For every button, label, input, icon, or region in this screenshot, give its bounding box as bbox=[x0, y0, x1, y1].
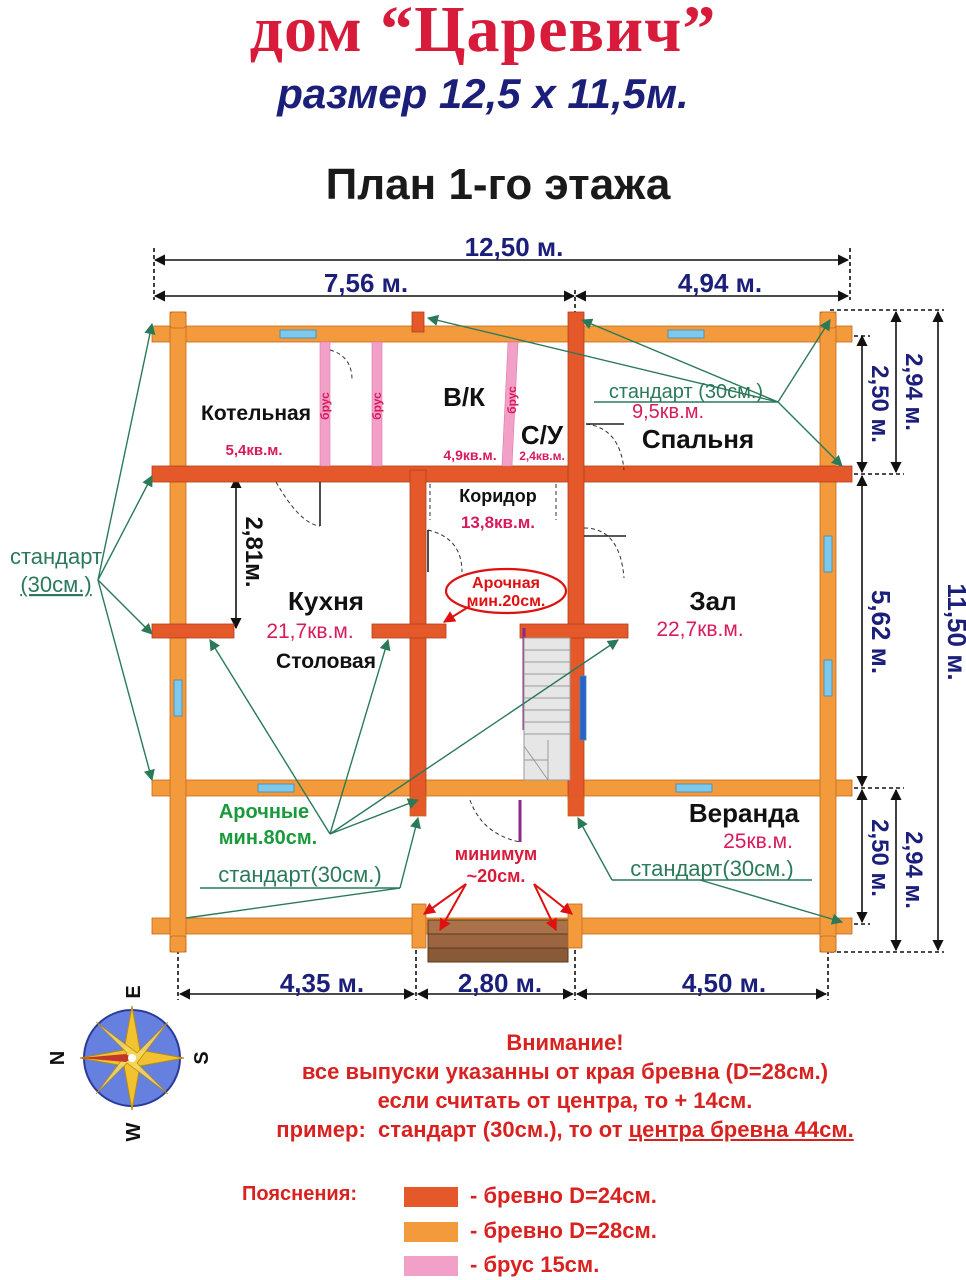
arched-center-line2: мин.20см. bbox=[467, 593, 546, 610]
legend-label: - бревно D=28см. bbox=[470, 1218, 657, 1243]
house-size-subtitle: размер 12,5 х 11,5м. bbox=[277, 70, 689, 117]
room-wardrobe-name: В/К bbox=[443, 382, 485, 412]
standard-left-line2: (30см.) bbox=[20, 572, 91, 597]
dim-right-bottom-outer: 2,94 м. bbox=[900, 831, 927, 909]
beam-label-3: брус bbox=[505, 386, 519, 414]
room-hall-area: 22,7кв.м. bbox=[656, 618, 743, 641]
standard-bottom-left: стандарт(30см.) bbox=[218, 862, 381, 887]
dim-kitchen-depth: 2,81м. bbox=[240, 516, 267, 587]
legend-title: Пояснения: bbox=[242, 1183, 358, 1205]
dim-top-right: 4,94 м. bbox=[678, 268, 762, 298]
room-dining-name: Столовая bbox=[276, 650, 376, 673]
beam-label-2: брус bbox=[370, 392, 384, 420]
standard-top: стандарт (30см.) bbox=[609, 381, 763, 403]
arched-left-line1: Арочные bbox=[219, 801, 309, 823]
dim-bottom-left: 4,35 м. bbox=[280, 968, 364, 998]
dim-bottom-middle: 2,80 м. bbox=[458, 968, 542, 998]
compass-east: E bbox=[123, 985, 145, 998]
leader-lines bbox=[97, 314, 844, 925]
room-boiler-name: Котельная bbox=[201, 402, 311, 425]
staircase bbox=[523, 637, 571, 781]
room-bedroom-area: 9,5кв.м. bbox=[632, 401, 704, 423]
dim-right-bottom-inner: 2,50 м. bbox=[866, 819, 893, 897]
legend-swatch-beam-15 bbox=[404, 1256, 458, 1276]
dim-right-top-inner: 2,50 м. bbox=[866, 365, 893, 443]
room-kitchen-area: 21,7кв.м. bbox=[266, 620, 353, 643]
minimum-line1: минимум bbox=[455, 844, 538, 864]
beam-label-1: брус bbox=[318, 392, 332, 420]
dim-right-middle: 5,62 м. bbox=[866, 590, 896, 674]
legend-swatch-log-24 bbox=[404, 1187, 458, 1207]
standard-left-line1: стандарт bbox=[10, 544, 102, 569]
dim-bottom-right: 4,50 м. bbox=[682, 968, 766, 998]
notice-line3: если считать от центра, то + 14см. bbox=[377, 1088, 753, 1113]
arched-left-line2: мин.80см. bbox=[219, 827, 317, 849]
compass-north: N bbox=[47, 1051, 69, 1065]
compass-west: W bbox=[123, 1122, 145, 1141]
house-title: дом “Царевич” bbox=[249, 0, 717, 66]
legend-label: - бревно D=24см. bbox=[470, 1183, 657, 1208]
arched-center-line1: Арочная bbox=[472, 575, 540, 592]
door-swings bbox=[275, 349, 625, 843]
dim-total-width: 12,50 м. bbox=[465, 232, 564, 262]
notice-line2: все выпуски указанны от края бревна (D=2… bbox=[301, 1059, 829, 1084]
standard-bottom-right: стандарт(30см.) bbox=[630, 856, 793, 881]
room-corridor-area: 13,8кв.м. bbox=[461, 513, 535, 532]
minimum-line2: ~20см. bbox=[467, 866, 526, 886]
porch-arrows bbox=[423, 883, 573, 932]
room-boiler-area: 5,4кв.м. bbox=[225, 442, 282, 459]
dim-total-height: 11,50 м. bbox=[942, 583, 966, 680]
compass-rose bbox=[79, 1005, 185, 1111]
room-bath-name: С/У bbox=[521, 420, 564, 450]
compass-south: S bbox=[191, 1051, 213, 1064]
room-bath-area: 2,4кв.м. bbox=[519, 449, 565, 463]
porch-steps bbox=[427, 919, 569, 963]
room-wardrobe-area: 4,9кв.м. bbox=[443, 447, 496, 463]
legend-swatch-log-28 bbox=[404, 1222, 458, 1242]
legend-label: - брус 15см. bbox=[470, 1252, 600, 1277]
room-veranda-area: 25кв.м. bbox=[723, 830, 793, 853]
dim-top-left: 7,56 м. bbox=[324, 268, 408, 298]
room-veranda-name: Веранда bbox=[689, 798, 800, 828]
room-corridor-name: Коридор bbox=[459, 486, 536, 506]
dimension-lines bbox=[153, 248, 944, 1000]
room-hall-name: Зал bbox=[689, 586, 736, 616]
notice-line4-prefix: пример: стандарт (30см.), то от bbox=[276, 1117, 629, 1142]
dim-right-top-outer: 2,94 м. bbox=[900, 353, 927, 431]
windows bbox=[173, 329, 833, 793]
notice-title: Внимание! bbox=[506, 1030, 624, 1055]
room-bedroom-name: Спальня bbox=[642, 424, 754, 454]
arch-callout bbox=[442, 567, 568, 623]
room-kitchen-name: Кухня bbox=[288, 586, 364, 616]
notice-line4: пример: стандарт (30см.), то от центра б… bbox=[200, 1115, 930, 1144]
walls-inner bbox=[151, 311, 853, 801]
beam-partitions bbox=[319, 341, 519, 467]
porch-posts bbox=[411, 903, 583, 949]
notice-line4-underlined: центра бревна 44см. bbox=[628, 1117, 854, 1142]
plan-title: План 1-го этажа bbox=[325, 160, 671, 209]
